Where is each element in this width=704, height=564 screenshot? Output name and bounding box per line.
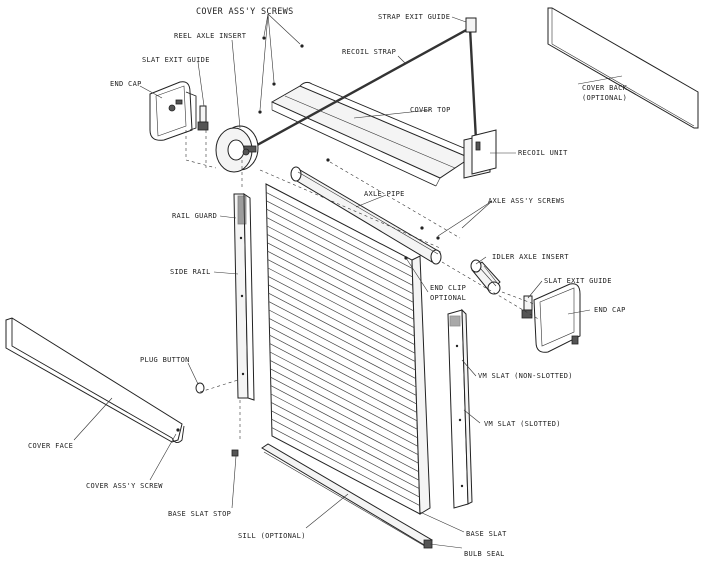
label-recoil-strap: RECOIL STRAP xyxy=(342,48,396,56)
label-side-rail: SIDE RAIL xyxy=(170,268,211,276)
slat-curtain-part xyxy=(265,183,431,515)
slat-line xyxy=(268,309,417,388)
cover-back-part xyxy=(547,7,699,129)
base-slat-stop-part xyxy=(231,449,239,457)
label-cover-face: COVER FACE xyxy=(28,442,73,450)
label-recoil-unit: RECOIL UNIT xyxy=(518,149,568,157)
slat-line xyxy=(271,402,420,481)
slat-line xyxy=(269,343,418,422)
plug-button-part xyxy=(195,382,205,394)
slat-line xyxy=(268,292,416,371)
slat-line xyxy=(267,267,415,345)
slat-line xyxy=(268,284,416,362)
label-axle-assy-screws: AXLE ASS'Y SCREWS xyxy=(488,197,565,205)
slat-line xyxy=(271,418,420,498)
label-vm-slat-non-slotted: VM SLAT (NON-SLOTTED) xyxy=(478,372,573,380)
slat-line xyxy=(270,385,419,464)
leader-lines xyxy=(73,13,623,549)
label-end-clip-optional: OPTIONAL xyxy=(430,294,466,302)
label-base-slat: BASE SLAT xyxy=(466,530,507,538)
label-rail-guard: RAIL GUARD xyxy=(172,212,217,220)
slat-line xyxy=(271,427,420,506)
label-reel-axle-insert: REEL AXLE INSERT xyxy=(174,32,247,40)
label-bulb-seal: BULB SEAL xyxy=(464,550,505,558)
label-end-cap-right: END CAP xyxy=(594,306,626,314)
slat-line xyxy=(266,217,414,295)
label-vm-slat-slotted: VM SLAT (SLOTTED) xyxy=(484,420,561,428)
cover-face-part xyxy=(5,317,185,443)
slat-line xyxy=(270,376,419,456)
cover-top-part xyxy=(270,81,479,187)
slat-line xyxy=(268,301,416,379)
slat-line xyxy=(270,393,419,472)
label-cover-assy-screws-top: COVER ASS'Y SCREWS xyxy=(196,7,294,17)
label-plug-button: PLUG BUTTON xyxy=(140,356,190,364)
label-axle-pipe: AXLE PIPE xyxy=(364,190,405,198)
slat-line xyxy=(269,351,418,430)
vm-slat-part xyxy=(447,308,473,509)
recoil-strap xyxy=(247,17,478,152)
label-slat-exit-guide-right: SLAT EXIT GUIDE xyxy=(544,277,612,285)
side-rail-part xyxy=(233,193,255,401)
slat-line xyxy=(267,259,415,337)
slat-line xyxy=(266,192,413,269)
slat-line xyxy=(266,208,413,286)
assembly-lines xyxy=(185,130,541,440)
slat-line xyxy=(269,326,417,405)
slat-line xyxy=(267,242,415,320)
slat-line xyxy=(268,276,416,354)
label-base-slat-stop: BASE SLAT STOP xyxy=(168,510,231,518)
label-slat-exit-guide-left: SLAT EXIT GUIDE xyxy=(142,56,210,64)
slat-line xyxy=(266,225,414,303)
label-cover-back: COVER BACK xyxy=(582,84,628,92)
reel-axle-insert-part xyxy=(215,125,259,173)
end-cap-right-part xyxy=(533,283,581,353)
slat-line xyxy=(270,368,419,447)
idler-axle-insert-part xyxy=(470,259,501,295)
recoil-unit-part xyxy=(463,129,497,179)
slat-line xyxy=(270,360,418,439)
slat-line xyxy=(269,334,417,413)
label-end-clip: END CLIP xyxy=(430,284,466,292)
label-cover-assy-screw: COVER ASS'Y SCREW xyxy=(86,482,163,490)
slat-line xyxy=(271,410,420,489)
label-idler-axle-insert: IDLER AXLE INSERT xyxy=(492,253,569,261)
slat-exit-guide-left-part xyxy=(197,105,209,131)
slat-line xyxy=(266,200,413,278)
slat-line xyxy=(267,250,415,329)
label-sill-optional: SILL (OPTIONAL) xyxy=(238,532,306,540)
slat-line xyxy=(267,234,414,312)
label-cover-back-optional: (OPTIONAL) xyxy=(582,94,627,102)
part-labels: COVER ASS'Y SCREWS REEL AXLE INSERT SLAT… xyxy=(28,7,628,558)
label-end-cap-left: END CAP xyxy=(110,80,142,88)
label-strap-exit-guide: STRAP EXIT GUIDE xyxy=(378,13,450,21)
label-cover-top: COVER TOP xyxy=(410,106,451,114)
end-cap-left-part xyxy=(149,81,197,141)
slat-line xyxy=(269,318,417,396)
